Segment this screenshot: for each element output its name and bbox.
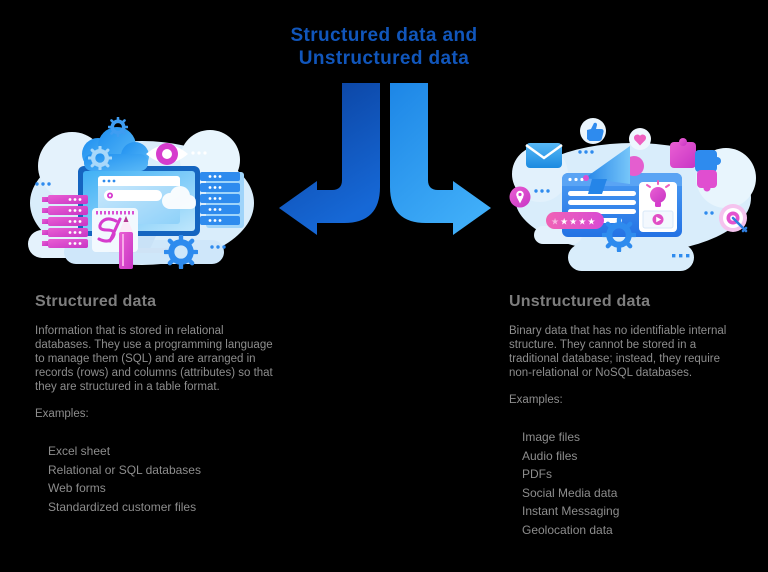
unstructured-data-section: Unstructured data Binary data that has n… <box>509 293 742 539</box>
list-item: Relational or SQL databases <box>48 462 201 477</box>
star-rating-icon: ★★★★★ <box>546 212 604 229</box>
small-cloud-icon <box>162 186 196 209</box>
unstructured-examples-label: Examples: <box>509 394 563 406</box>
list-item: Audio files <box>522 448 578 463</box>
page-title: Structured data and Unstructured data <box>0 24 768 70</box>
left-arrow-icon <box>279 83 380 235</box>
thumbs-up-icon <box>580 118 606 144</box>
list-item: Web forms <box>48 481 106 495</box>
unstructured-examples-list: Image files Audio files PDFs Social Medi… <box>522 428 742 539</box>
location-pin-icon <box>509 186 531 208</box>
envelope-icon <box>525 143 563 168</box>
pencil-icon <box>119 216 133 269</box>
page-title-line2: Unstructured data <box>298 48 470 69</box>
megaphone-icon <box>583 146 644 194</box>
list-item: Social Media data <box>522 485 618 500</box>
structured-data-description: Information that is stored in relational… <box>35 325 273 393</box>
list-item: Standardized customer files <box>48 499 197 514</box>
heart-icon <box>629 128 651 150</box>
lightbulb-icon <box>646 180 670 207</box>
structured-examples-label: Examples: <box>35 408 89 420</box>
unstructured-data-description: Binary data that has no identifiable int… <box>509 325 727 379</box>
list-item: Instant Messaging <box>522 504 620 518</box>
cloud-icon <box>82 127 149 171</box>
list-item: Image files <box>522 430 581 444</box>
server-rack-pink-icon <box>42 195 88 248</box>
list-item: Geolocation data <box>522 522 613 537</box>
svg-text:★★★★★: ★★★★★ <box>551 218 595 228</box>
eye-icon <box>146 143 207 165</box>
search-bar-icon <box>104 190 162 201</box>
structured-data-section: Structured data Information that is stor… <box>35 293 282 516</box>
dots-decoration <box>35 182 226 249</box>
page-title-line1: Structured data and <box>290 25 478 46</box>
unstructured-data-illustration: ★★★★★ <box>498 106 763 291</box>
play-button-icon <box>642 210 674 229</box>
split-arrows <box>276 83 494 238</box>
right-arrow-icon <box>390 83 491 235</box>
gear-icon <box>108 117 128 137</box>
structured-data-heading: Structured data <box>35 293 157 310</box>
target-icon <box>719 204 748 233</box>
list-item: Excel sheet <box>48 444 111 458</box>
puzzle-icon <box>670 138 721 192</box>
structured-examples-list: Excel sheet Relational or SQL databases … <box>48 442 282 516</box>
unstructured-data-heading: Unstructured data <box>509 293 651 310</box>
structured-data-illustration <box>22 108 262 288</box>
list-item: PDFs <box>522 467 552 481</box>
dots-decoration <box>534 150 714 258</box>
server-rack-blue-icon <box>200 172 244 228</box>
